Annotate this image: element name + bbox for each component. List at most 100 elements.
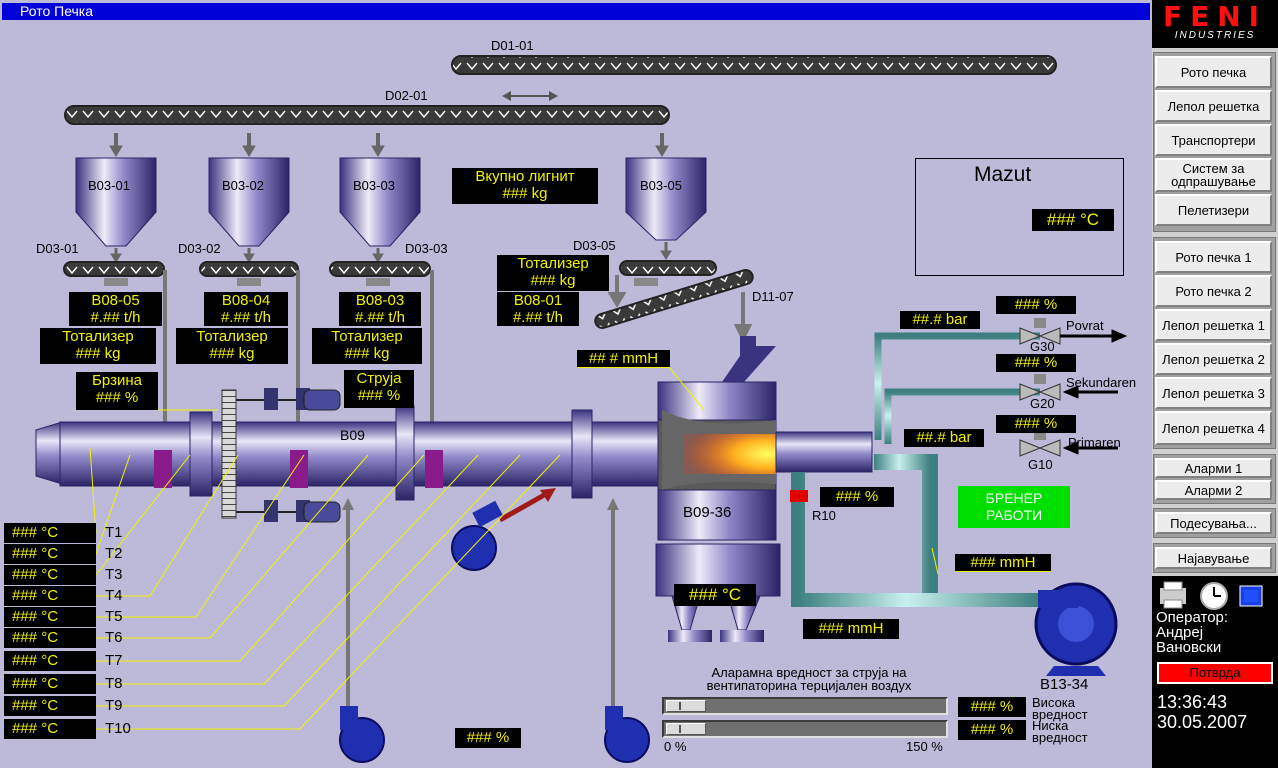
feeder-b08-05-total: Тотализер### kg: [40, 328, 156, 364]
conveyor-d03-02-belt: [199, 261, 299, 277]
mazut-panel: Mazut ### °C: [915, 158, 1124, 276]
nav-group1-item-2[interactable]: Лепол решетка: [1155, 90, 1272, 122]
conveyor-d03-03-belt: [329, 261, 431, 277]
label-b13-34: B13-34: [1040, 676, 1089, 693]
feeder-b08-04-display: B08-04#.## t/h: [204, 292, 288, 326]
nav-group2-item-2[interactable]: Рото печка 2: [1155, 275, 1272, 307]
process-diagram: [35, 55, 1128, 763]
temp-name: T9: [105, 697, 123, 714]
temp-value: ### °C: [4, 628, 96, 648]
temp-name: T2: [105, 545, 123, 562]
scale-plate: [634, 278, 658, 286]
flow-arrows: [1060, 329, 1128, 455]
settings-button[interactable]: Подесувања...: [1155, 512, 1272, 534]
nav-group1-item-5[interactable]: Пелетизери: [1155, 194, 1272, 226]
process-screen: Рото Печка D01-01 D02-01 B03-01 B03-02 B…: [0, 0, 1152, 768]
povrat-percent-display: ### %: [996, 296, 1076, 314]
drive-motor-bottom: [236, 500, 341, 523]
nav-group1-item-1[interactable]: Рото печка: [1155, 56, 1272, 88]
nav-group2-item-1[interactable]: Рото печка 1: [1155, 241, 1272, 273]
label-g20: G20: [1030, 396, 1055, 411]
temp-name: T10: [105, 720, 131, 737]
valve-g10[interactable]: [1019, 430, 1061, 457]
label-sekundaren: Sekundaren: [1066, 375, 1137, 390]
current-display: Струја### %: [344, 370, 414, 408]
r10-percent-display: ### %: [820, 487, 894, 507]
conveyor-d02: [64, 105, 670, 125]
temp-name: T5: [105, 608, 123, 625]
feeder-b03-05-total: Тотализер### kg: [497, 255, 609, 291]
air-lines: [790, 332, 1040, 607]
low-alarm-slider[interactable]: [662, 720, 948, 738]
burner-tube: [775, 431, 873, 473]
hopper-drop-arrows: [110, 242, 672, 263]
r10-valve[interactable]: [790, 490, 808, 502]
speed-display: Брзина### %: [76, 372, 158, 410]
temp-name: T6: [105, 629, 123, 646]
logo: FENI INDUSTRIES: [1152, 0, 1278, 48]
nav-group1-item-3[interactable]: Транспортери: [1155, 124, 1272, 156]
conveyor-d01: [451, 55, 1057, 75]
combustion-chamber-b09-36: [655, 381, 781, 642]
conveyor-d11-07-belt: [594, 269, 754, 329]
chamber-temp-display: ### °C: [674, 584, 756, 606]
feeder-b08-03-total: Тотализер### kg: [312, 328, 422, 364]
temp-row-5: ### °C T5: [4, 607, 135, 627]
temp-name: T8: [105, 675, 123, 692]
slider-thumb[interactable]: [666, 700, 706, 712]
nav-group1-item-4[interactable]: Систем за одпрашување: [1155, 158, 1272, 192]
conveyor-d03-05-belt: [619, 260, 717, 276]
label-d03-01: D03-01: [36, 241, 79, 256]
label-primaren: Primaren: [1068, 435, 1121, 450]
label-b03-05: B03-05: [640, 178, 682, 193]
clock-icon[interactable]: [1200, 582, 1228, 610]
nav-group3-item-2[interactable]: Аларми 2: [1155, 480, 1272, 500]
confirm-button[interactable]: Потврда: [1157, 662, 1273, 684]
label-d01: D01-01: [491, 38, 534, 53]
slider-thumb[interactable]: [666, 723, 706, 735]
hopper-b03-05: [625, 157, 707, 241]
feeder-b08-05-display: B08-05#.## t/h: [69, 292, 162, 326]
login-button[interactable]: Најавување: [1155, 547, 1272, 569]
label-d02: D02-01: [385, 88, 428, 103]
temp-value: ### °C: [4, 586, 96, 606]
label-b09: B09: [340, 427, 365, 443]
label-b03-01: B03-01: [88, 178, 130, 193]
temp-value: ### °C: [4, 607, 96, 627]
temp-value: ### °C: [4, 565, 96, 585]
nav-group2-item-6[interactable]: Лепол решетка 4: [1155, 411, 1272, 445]
lower-pressure-display: ### mmH: [803, 619, 899, 639]
high-alarm-slider[interactable]: [662, 697, 948, 715]
direction-arrow-icon: [502, 91, 558, 101]
nav-group2-item-3[interactable]: Лепол решетка 1: [1155, 309, 1272, 341]
burner-status: БРЕНЕР РАБОТИ: [958, 486, 1070, 528]
scale-plate: [237, 278, 261, 286]
label-b09-36: B09-36: [683, 504, 732, 521]
printer-icon[interactable]: [1160, 581, 1186, 609]
label-g10: G10: [1028, 457, 1053, 472]
feeder-b08-03-display: B08-03#.## t/h: [339, 292, 421, 326]
label-d03-02: D03-02: [178, 241, 221, 256]
valve-g20[interactable]: [1019, 374, 1061, 401]
nav-group3-item-1[interactable]: Аларми 1: [1155, 458, 1272, 478]
scale-plate: [104, 278, 128, 286]
fan-bottom-2: [604, 498, 650, 763]
temp-row-2: ### °C T2: [4, 544, 135, 564]
temp-value: ### °C: [4, 523, 96, 543]
temp-name: T4: [105, 587, 123, 604]
temp-value: ### °C: [4, 544, 96, 564]
scale-min-label: 0 %: [664, 739, 687, 754]
nav-group2-item-5[interactable]: Лепол решетка 3: [1155, 377, 1272, 409]
notebook-icon[interactable]: [1239, 585, 1263, 607]
sekundaren-percent-display: ### %: [996, 354, 1076, 372]
nav-group2-item-4[interactable]: Лепол решетка 2: [1155, 343, 1272, 375]
